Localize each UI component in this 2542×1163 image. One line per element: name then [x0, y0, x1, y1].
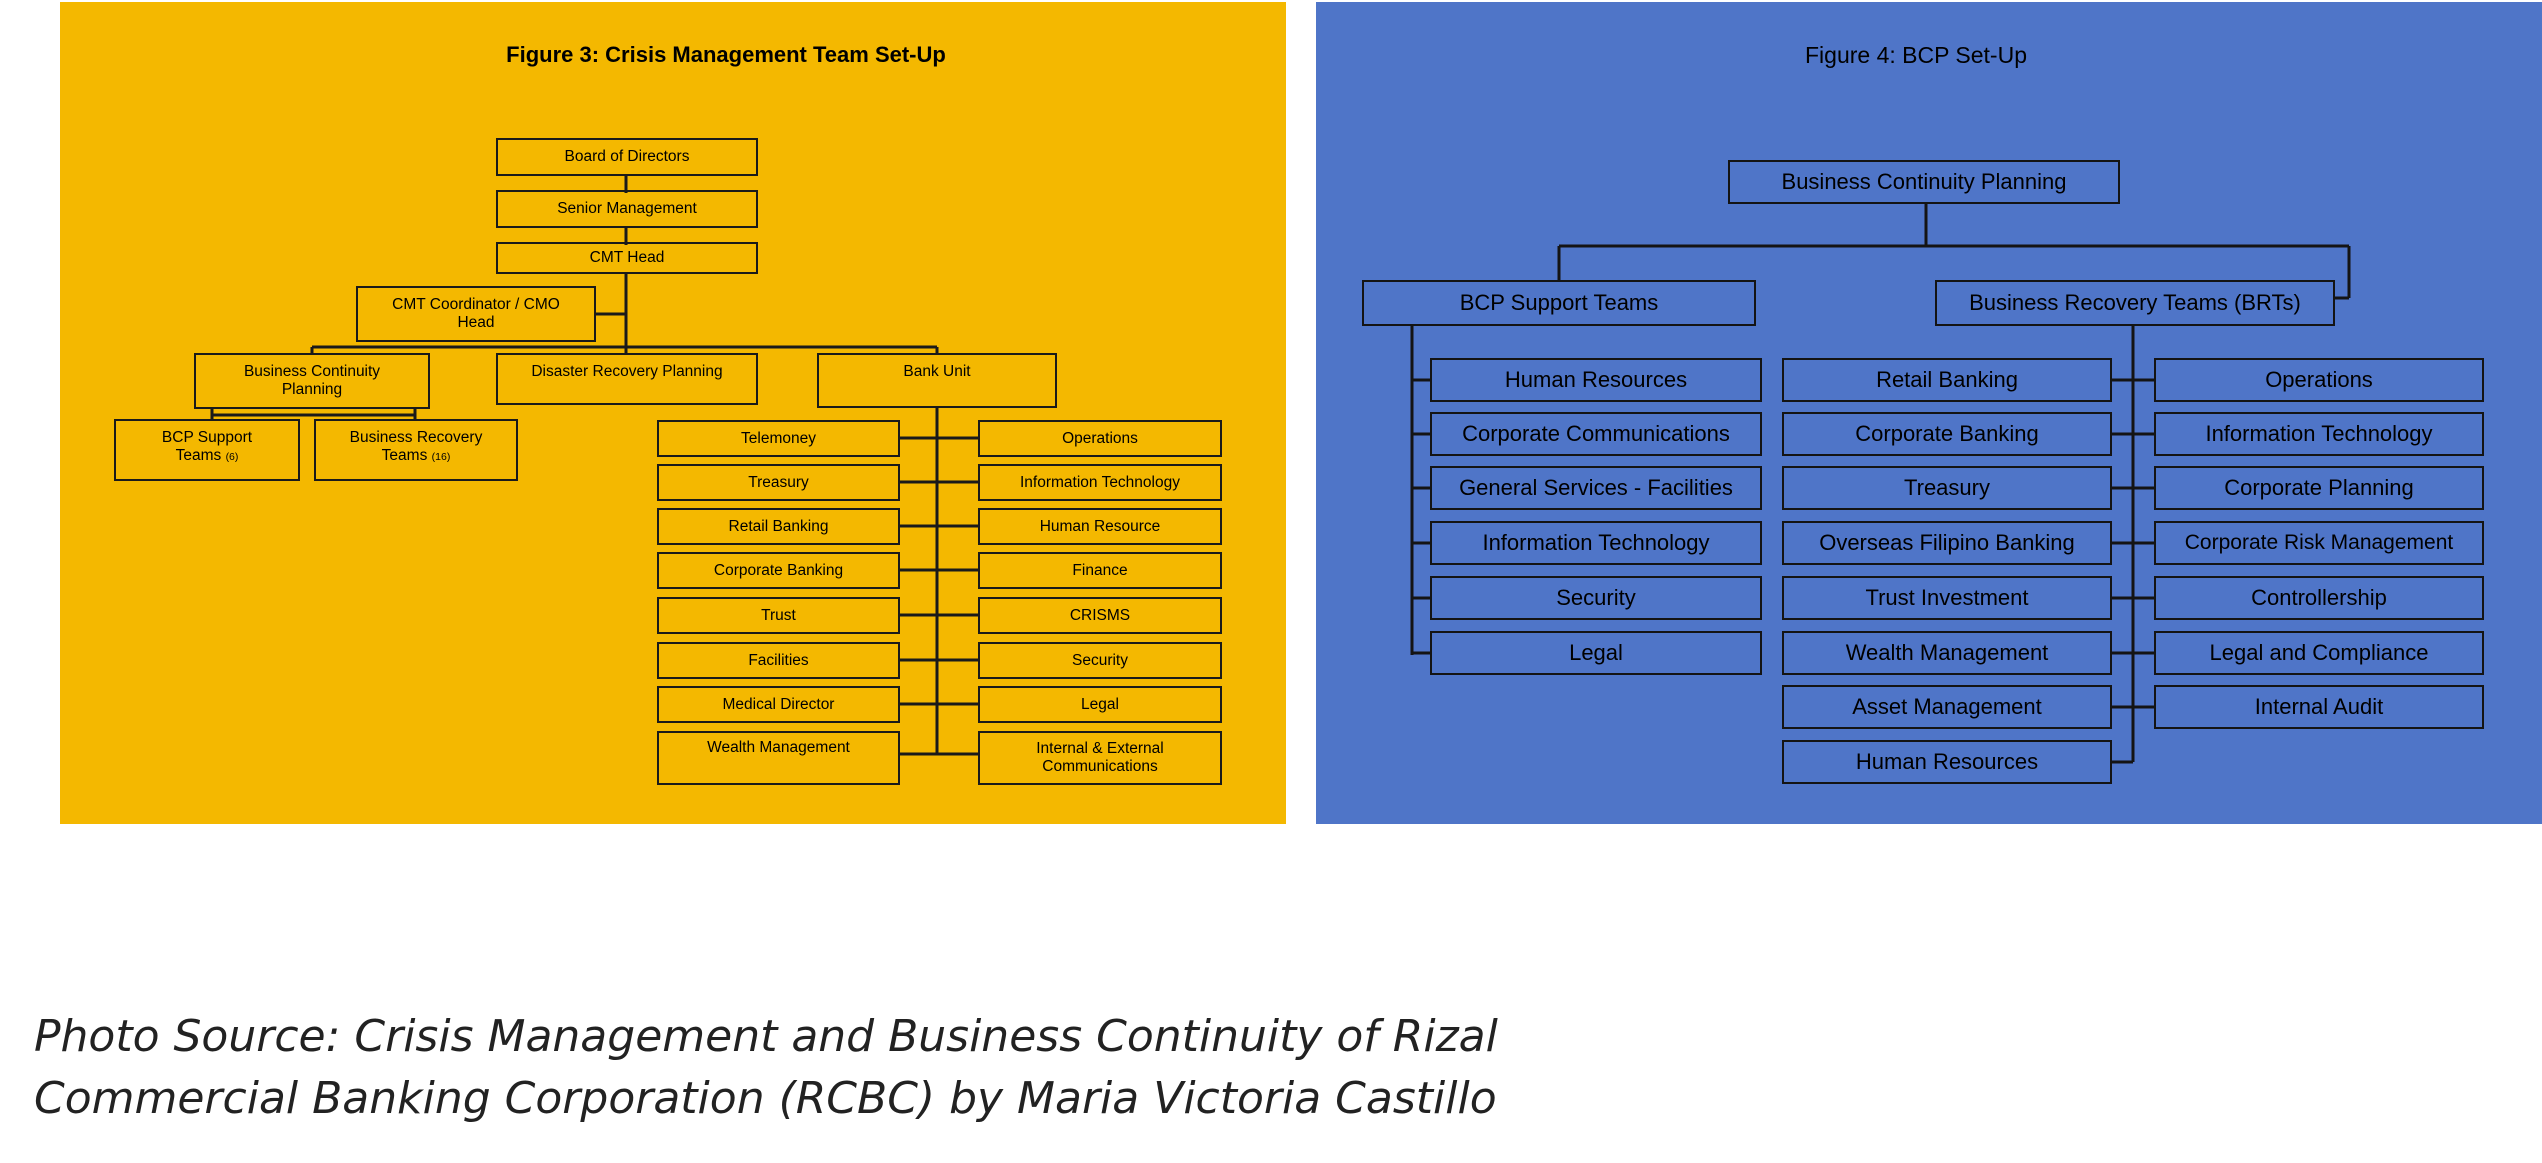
figure-4-bcp-set-up: Figure 4: BCP Set-Up Business Continuity…	[1316, 2, 2542, 824]
business-continuity-planning-box: Business Continuity Planning	[194, 353, 430, 409]
internal-external-line1: Internal & External	[1036, 740, 1164, 758]
bcp-line1: Business Continuity	[243, 363, 381, 381]
figure-3-connectors	[210, 176, 980, 756]
figure-3-title: Figure 3: Crisis Management Team Set-Up	[506, 42, 946, 67]
unit-finance: Finance	[978, 552, 1222, 589]
unit-telemoney: Telemoney	[657, 420, 900, 457]
business-recovery-line2-wrap: Teams (16)	[382, 447, 451, 465]
bcp-line2: Planning	[281, 381, 343, 398]
photo-source-caption: Photo Source: Crisis Management and Busi…	[34, 1006, 1634, 1130]
unit-retail-banking: Retail Banking	[657, 508, 900, 545]
recovery-corporate-banking: Corporate Banking	[1782, 412, 2112, 456]
senior-management-box: Senior Management	[496, 190, 758, 228]
bcp-support-line2: Teams	[175, 446, 222, 464]
support-general-services-facilities: General Services - Facilities	[1430, 466, 1762, 510]
unit-trust: Trust	[657, 597, 900, 634]
unit-security: Security	[978, 642, 1222, 679]
cmt-head-box: CMT Head	[496, 242, 758, 274]
recovery-information-technology: Information Technology	[2154, 412, 2484, 456]
recovery-asset-management: Asset Management	[1782, 685, 2112, 729]
recovery-internal-audit: Internal Audit	[2154, 685, 2484, 729]
business-recovery-count: (16)	[431, 450, 451, 463]
cmt-coordinator-line1: CMT Coordinator / CMO	[392, 296, 560, 314]
unit-information-technology: Information Technology	[978, 464, 1222, 501]
unit-operations: Operations	[978, 420, 1222, 457]
bcp-support-teams-box: BCP Support Teams (6)	[114, 419, 300, 481]
cmt-coordinator-line2: Head	[457, 314, 495, 331]
internal-external-line2: Communications	[1042, 758, 1158, 775]
support-legal: Legal	[1430, 631, 1762, 675]
bcp-support-count: (6)	[225, 450, 239, 463]
support-human-resources: Human Resources	[1430, 358, 1762, 402]
unit-wealth-management: Wealth Management	[657, 731, 900, 785]
unit-medical-director: Medical Director	[657, 686, 900, 723]
recovery-corporate-risk-management: Corporate Risk Management	[2154, 521, 2484, 565]
recovery-retail-banking: Retail Banking	[1782, 358, 2112, 402]
recovery-wealth-management: Wealth Management	[1782, 631, 2112, 675]
recovery-overseas-filipino-banking: Overseas Filipino Banking	[1782, 521, 2112, 565]
board-of-directors-box: Board of Directors	[496, 138, 758, 176]
recovery-corporate-planning: Corporate Planning	[2154, 466, 2484, 510]
disaster-recovery-planning-box: Disaster Recovery Planning	[496, 353, 758, 405]
business-continuity-planning-root: Business Continuity Planning	[1728, 160, 2120, 204]
figure-4-title: Figure 4: BCP Set-Up	[1804, 42, 2028, 68]
business-recovery-teams-box: Business Recovery Teams (16)	[314, 419, 518, 481]
recovery-controllership: Controllership	[2154, 576, 2484, 620]
bcp-support-line2-wrap: Teams (6)	[176, 447, 239, 465]
caption-line2: Commercial Banking Corporation (RCBC) by…	[34, 1073, 1497, 1124]
recovery-legal-and-compliance: Legal and Compliance	[2154, 631, 2484, 675]
recovery-human-resources: Human Resources	[1782, 740, 2112, 784]
caption-line1: Photo Source: Crisis Management and Busi…	[34, 1011, 1498, 1062]
unit-internal-external-communications: Internal & External Communications	[978, 731, 1222, 785]
recovery-treasury: Treasury	[1782, 466, 2112, 510]
business-recovery-line2: Teams	[381, 446, 428, 464]
unit-crisms: CRISMS	[978, 597, 1222, 634]
unit-facilities: Facilities	[657, 642, 900, 679]
bank-unit-box: Bank Unit	[817, 353, 1057, 408]
unit-treasury: Treasury	[657, 464, 900, 501]
unit-human-resource: Human Resource	[978, 508, 1222, 545]
bcp-support-line1: BCP Support	[161, 429, 253, 446]
unit-corporate-banking: Corporate Banking	[657, 552, 900, 589]
bcp-support-teams-header: BCP Support Teams	[1362, 280, 1756, 326]
figure-3-crisis-management-team: Figure 3: Crisis Management Team Set-Up …	[60, 2, 1286, 824]
support-information-technology: Information Technology	[1430, 521, 1762, 565]
recovery-trust-investment: Trust Investment	[1782, 576, 2112, 620]
recovery-operations: Operations	[2154, 358, 2484, 402]
business-recovery-line1: Business Recovery	[349, 429, 483, 446]
business-recovery-teams-header: Business Recovery Teams (BRTs)	[1935, 280, 2335, 326]
figure-4-connectors	[1410, 204, 2351, 764]
support-corporate-communications: Corporate Communications	[1430, 412, 1762, 456]
unit-legal: Legal	[978, 686, 1222, 723]
support-security: Security	[1430, 576, 1762, 620]
cmt-coordinator-box: CMT Coordinator / CMO Head	[356, 286, 596, 342]
